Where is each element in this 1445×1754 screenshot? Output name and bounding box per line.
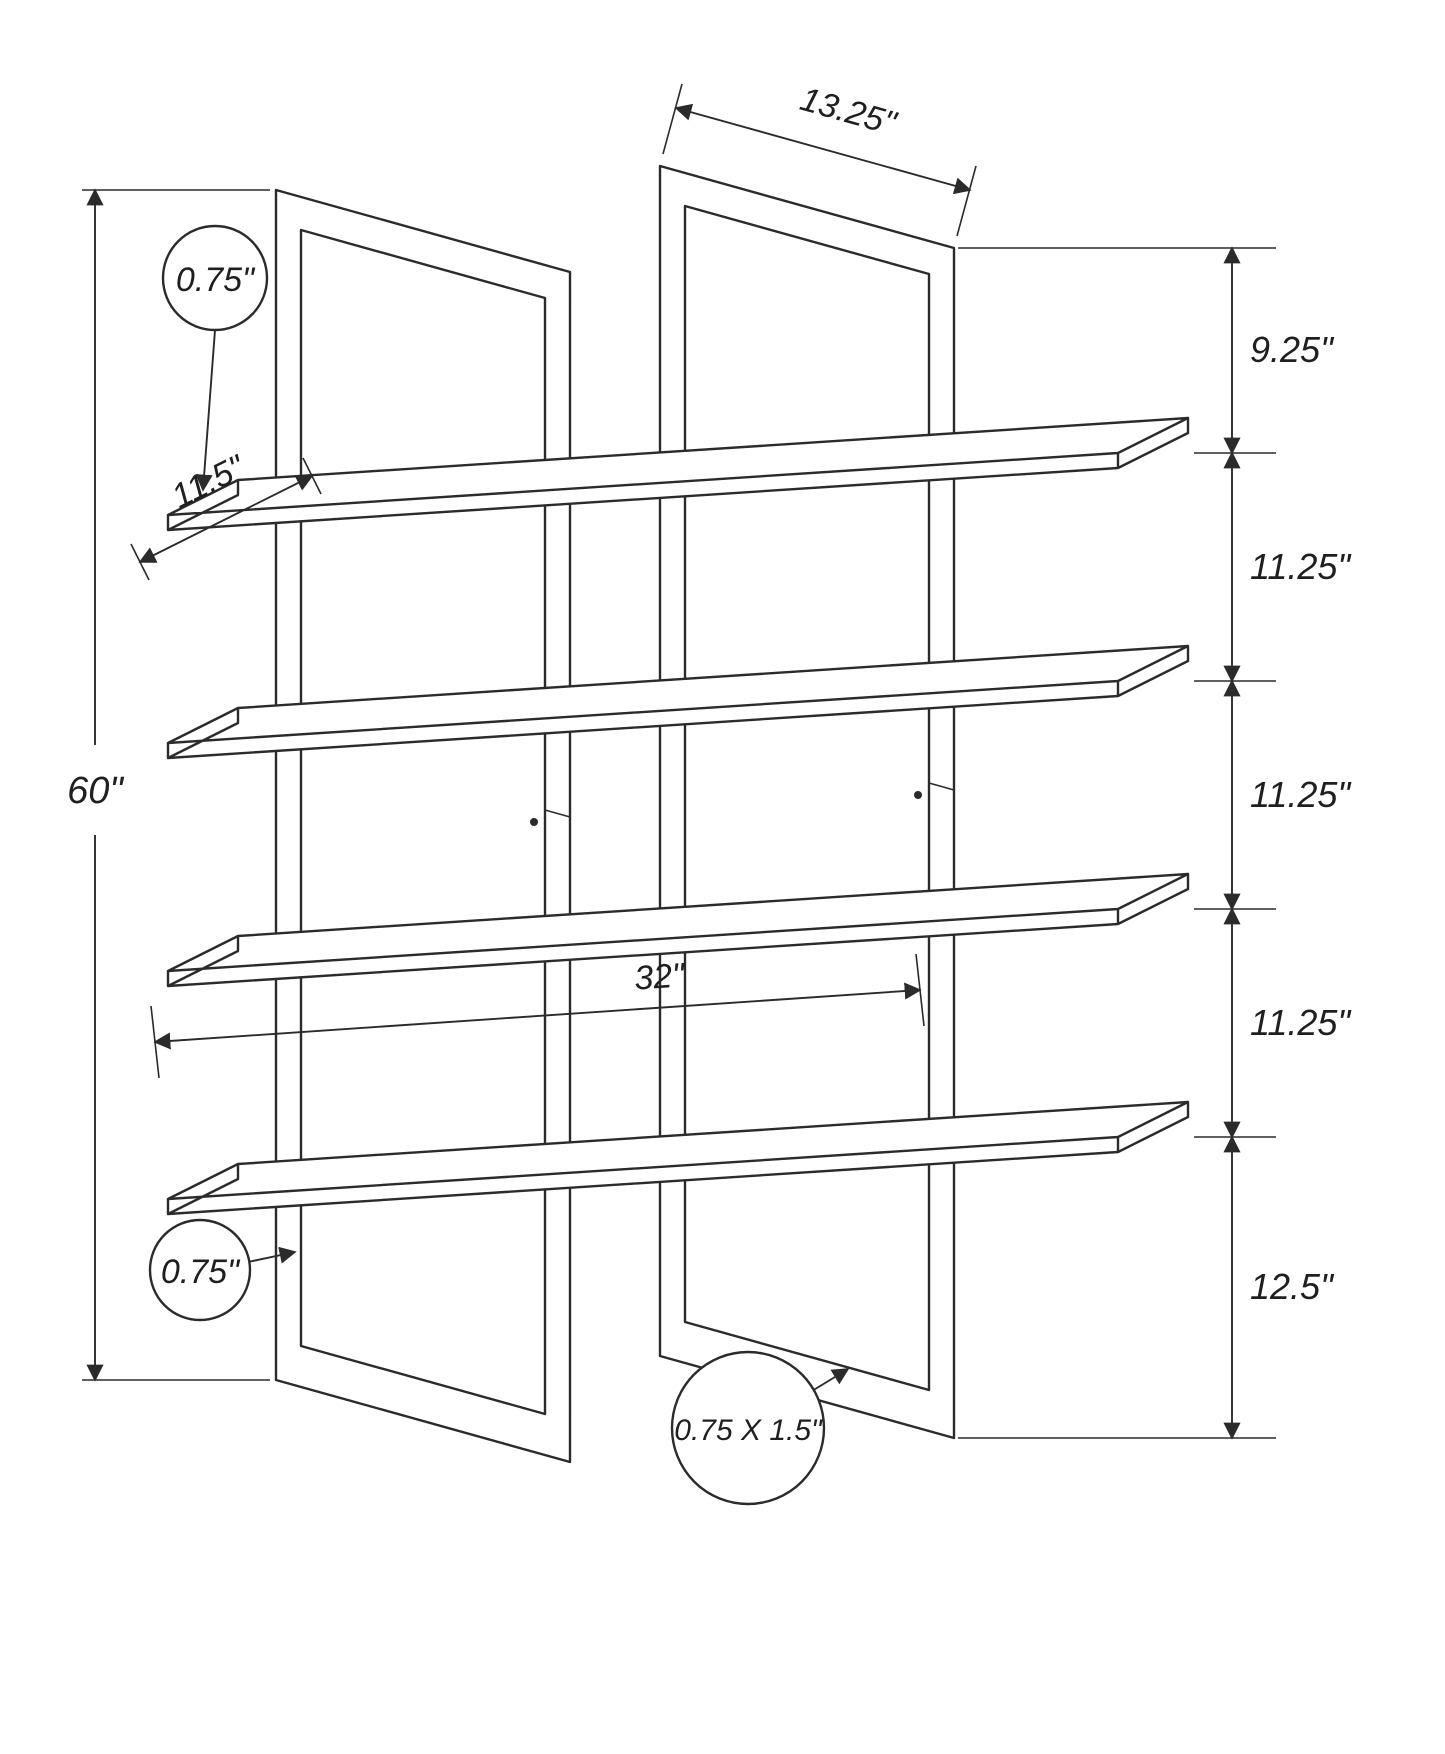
callout-bubble [670, 1350, 826, 1506]
right-frame-joint-screw [914, 791, 922, 799]
dim-label-gap-3: 11.25" [1250, 774, 1352, 815]
callout-label-tube-profile: 0.75 X 1.5" [674, 1414, 823, 1447]
callout-label-leg-width: 0.75" [161, 1253, 241, 1291]
left-frame [274, 188, 572, 1464]
leader-line [195, 329, 216, 492]
callout-tube-profile: 0.75 X 1.5" [670, 1350, 850, 1506]
right-frame-joint-seam [928, 782, 955, 791]
shelf [166, 1100, 1190, 1216]
left-frame-joint-seam [544, 809, 571, 818]
dim-label-shelf-length: 32" [633, 956, 687, 997]
left-frame-loop [274, 188, 572, 1464]
right-frame-loop [658, 164, 956, 1440]
dim-right-chain: 9.25" 11.25" 11.25" 11.25" 12.5" [958, 246, 1352, 1440]
shelf-board-4 [166, 1100, 1190, 1216]
extension-line [956, 165, 977, 237]
shelf [166, 644, 1190, 760]
callout-bubble [161, 224, 269, 332]
extension-line [662, 83, 683, 155]
dimension-arrow [153, 982, 922, 1050]
shelf [166, 872, 1190, 988]
callout-shelf-thickness: 0.75" [161, 224, 269, 492]
dim-label-total-height: 60" [67, 770, 124, 812]
leader-line [811, 1368, 850, 1392]
callout-label-shelf-thickness: 0.75" [176, 261, 256, 299]
dim-label-gap-top: 9.25" [1250, 329, 1335, 370]
callout-bubble [148, 1218, 252, 1322]
dim-shelf-length: 32" [150, 953, 925, 1079]
right-frame [658, 164, 956, 1440]
callout-leg-width: 0.75" [148, 1218, 297, 1322]
shelf [166, 416, 1190, 532]
dim-label-gap-2: 11.25" [1250, 546, 1352, 587]
dim-label-gap-bottom: 12.5" [1250, 1266, 1335, 1307]
left-frame-joint-screw [530, 818, 538, 826]
shelf-board-2 [166, 644, 1190, 760]
leader-line [247, 1246, 297, 1264]
shelf-board-1 [166, 416, 1190, 532]
dimension-arrow [138, 475, 314, 563]
dimension-arrow [674, 103, 972, 195]
dim-total-height: 60" [67, 188, 270, 1382]
dim-label-gap-4: 11.25" [1250, 1002, 1352, 1043]
dim-label-top-depth: 13.25" [796, 80, 902, 143]
shelf-board-3 [166, 872, 1190, 988]
